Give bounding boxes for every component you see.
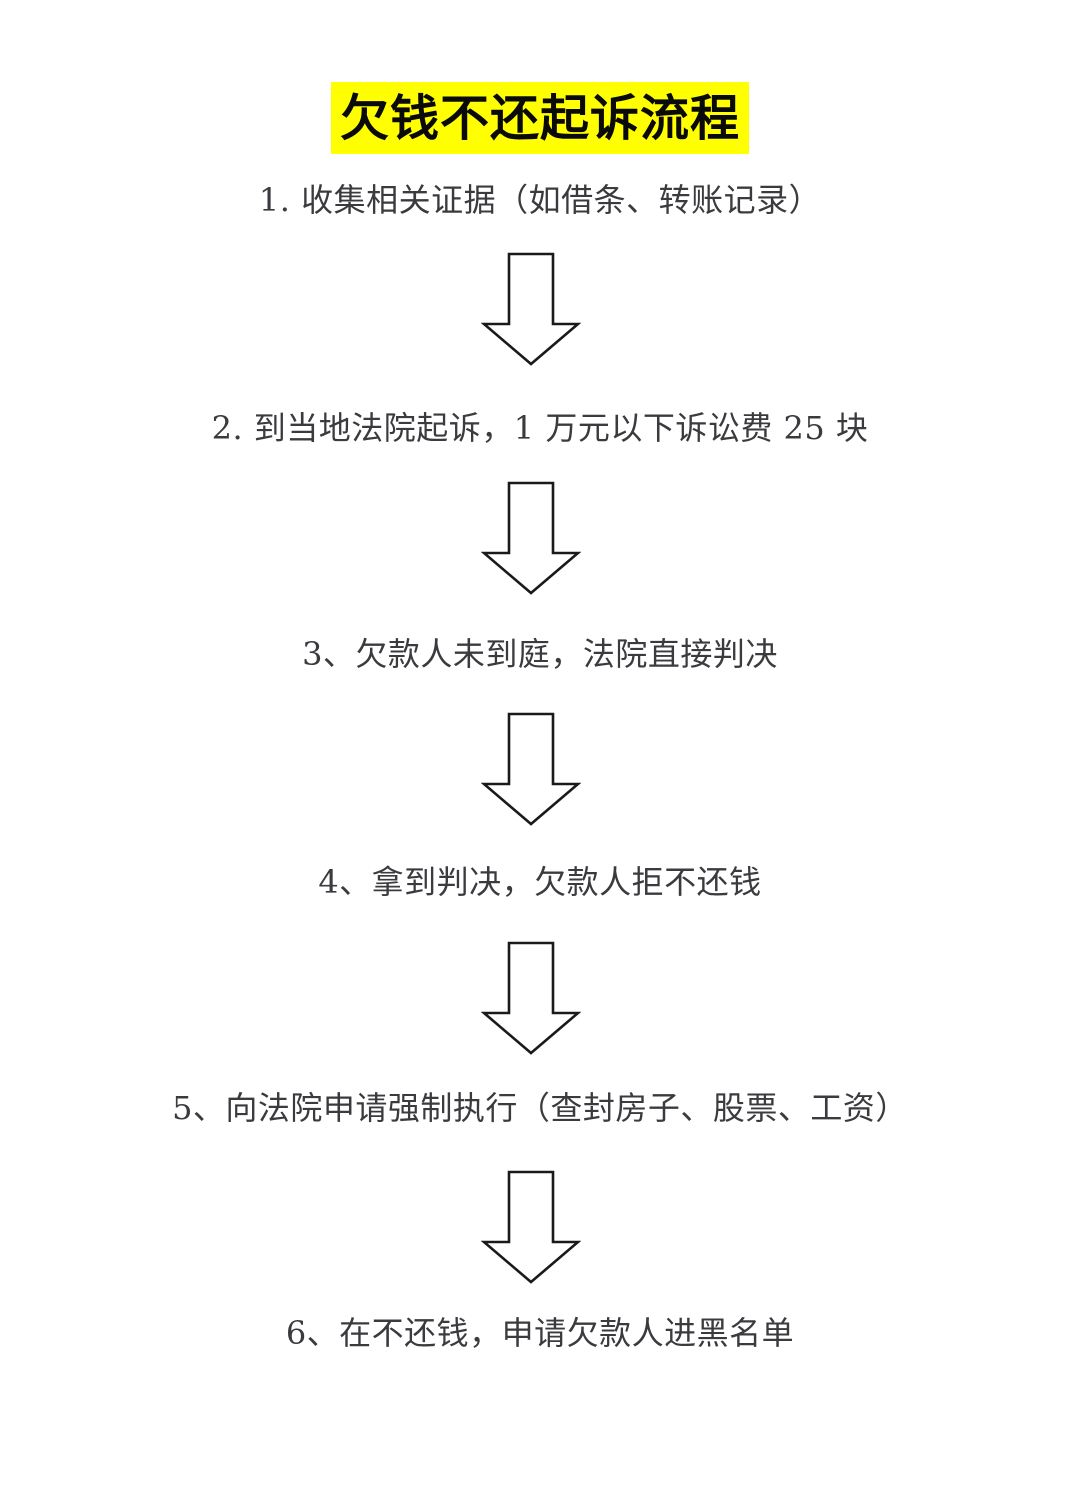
page-title: 欠钱不还起诉流程: [330, 82, 749, 154]
flow-step-4: 4、拿到判决，欠款人拒不还钱: [318, 863, 762, 901]
flow-step-6: 6、在不还钱，申请欠款人进黑名单: [285, 1314, 795, 1352]
arrow-down-icon: [481, 1170, 581, 1285]
flow-step-3: 3、欠款人未到庭，法院直接判决: [302, 635, 778, 673]
arrow-down-icon: [481, 481, 581, 596]
arrow-down-icon: [481, 941, 581, 1056]
page-title-row: 欠钱不还起诉流程: [0, 82, 1080, 154]
flow-step-2: 2. 到当地法院起诉，1 万元以下诉讼费 25 块: [211, 409, 869, 447]
arrow-down-icon: [481, 252, 581, 367]
arrow-down-icon: [481, 712, 581, 827]
flow-step-1: 1. 收集相关证据（如借条、转账记录）: [258, 181, 822, 219]
flow-step-5: 5、向法院申请强制执行（查封房子、股票、工资）: [172, 1089, 908, 1127]
